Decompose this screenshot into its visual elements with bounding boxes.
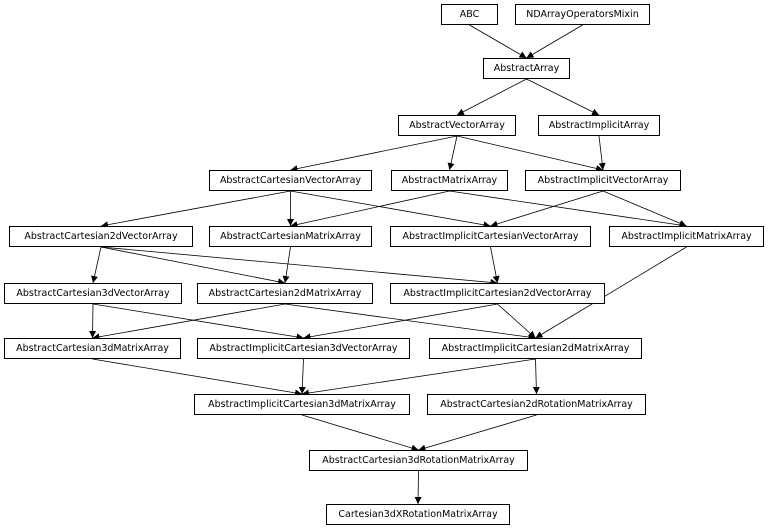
node-abstract-implicit-vector-array[interactable]: AbstractImplicitVectorArray xyxy=(525,170,681,191)
node-abstract-implicit-array[interactable]: AbstractImplicitArray xyxy=(538,115,660,136)
edge-abstract-cartesian-vector-array-to-abstract-implicit-cartesian-vector-array xyxy=(290,190,491,229)
edge-abstract-array-to-abstract-implicit-array xyxy=(526,78,600,116)
node-abstract-implicit-cartesian-3d-matrix-array[interactable]: AbstractImplicitCartesian3dMatrixArray xyxy=(194,394,410,415)
edge-abstract-implicit-vector-array-to-abstract-implicit-matrix-array xyxy=(602,190,687,227)
node-abstract-cartesian-vector-array[interactable]: AbstractCartesianVectorArray xyxy=(209,170,372,191)
node-abstract-array[interactable]: AbstractArray xyxy=(483,58,570,79)
edge-abstract-implicit-matrix-array-to-abstract-implicit-cartesian-2d-matrix-array xyxy=(535,246,687,339)
node-abstract-cartesian-matrix-array[interactable]: AbstractCartesianMatrixArray xyxy=(209,226,372,247)
edge-abstract-implicit-cartesian-2d-matrix-array-to-abstract-cartesian-2d-rotation-matrix-array xyxy=(532,358,540,395)
edge-abstract-vector-array-to-abstract-implicit-vector-array xyxy=(456,135,604,172)
node-ndarray-operators-mixin[interactable]: NDArrayOperatorsMixin xyxy=(515,4,650,25)
edge-abstract-cartesian-3d-matrix-array-to-abstract-implicit-cartesian-3d-matrix-array xyxy=(92,358,303,397)
edge-abstract-cartesian-vector-array-to-abstract-cartesian-2d-vector-array xyxy=(100,190,291,229)
node-abstract-cartesian-3d-matrix-array[interactable]: AbstractCartesian3dMatrixArray xyxy=(4,338,181,359)
node-cartesian-3d-x-rotation-matrix-array[interactable]: Cartesian3dXRotationMatrixArray xyxy=(326,504,510,525)
edge-abstract-implicit-cartesian-3d-matrix-array-to-abstract-cartesian-3d-rotation-matrix-array xyxy=(301,414,419,452)
edge-abstract-implicit-cartesian-2d-vector-array-to-abstract-implicit-cartesian-2d-matrix-array xyxy=(497,303,536,339)
edge-abstract-cartesian-2d-vector-array-to-abstract-cartesian-3d-vector-array xyxy=(91,246,102,284)
edge-abstract-cartesian-2d-matrix-array-to-abstract-cartesian-3d-matrix-array xyxy=(92,303,286,341)
edge-abstract-matrix-array-to-abstract-cartesian-matrix-array xyxy=(290,190,450,228)
node-abstract-cartesian-3d-vector-array[interactable]: AbstractCartesian3dVectorArray xyxy=(4,283,182,304)
edge-abstract-cartesian-matrix-array-to-abstract-cartesian-2d-matrix-array xyxy=(282,246,291,284)
node-abc[interactable]: ABC xyxy=(441,4,498,25)
node-abstract-implicit-matrix-array[interactable]: AbstractImplicitMatrixArray xyxy=(609,226,764,247)
edge-abstract-implicit-array-to-abstract-implicit-vector-array xyxy=(598,135,606,171)
edge-ndarray-operators-mixin-to-abstract-array xyxy=(526,24,583,59)
edge-abstract-implicit-cartesian-2d-vector-array-to-abstract-implicit-cartesian-3d-vector-array xyxy=(303,303,498,341)
node-abstract-implicit-cartesian-3d-vector-array[interactable]: AbstractImplicitCartesian3dVectorArray xyxy=(197,338,410,359)
node-abstract-implicit-cartesian-vector-array[interactable]: AbstractImplicitCartesianVectorArray xyxy=(390,226,591,247)
edge-abstract-cartesian-3d-rotation-matrix-array-to-cartesian-3d-x-rotation-matrix-array xyxy=(414,470,422,505)
edge-abstract-cartesian-3d-vector-array-to-abstract-cartesian-3d-matrix-array xyxy=(89,303,97,339)
edge-abstract-implicit-cartesian-vector-array-to-abstract-implicit-cartesian-2d-vector-array xyxy=(490,246,500,284)
edge-abstract-cartesian-2d-rotation-matrix-array-to-abstract-cartesian-3d-rotation-matrix-array xyxy=(418,414,537,452)
node-abstract-cartesian-2d-rotation-matrix-array[interactable]: AbstractCartesian2dRotationMatrixArray xyxy=(427,394,646,415)
node-abstract-cartesian-2d-vector-array[interactable]: AbstractCartesian2dVectorArray xyxy=(9,226,193,247)
node-abstract-implicit-cartesian-2d-matrix-array[interactable]: AbstractImplicitCartesian2dMatrixArray xyxy=(429,338,642,359)
edge-abstract-matrix-array-to-abstract-implicit-matrix-array xyxy=(449,190,687,229)
node-abstract-vector-array[interactable]: AbstractVectorArray xyxy=(398,115,516,136)
edge-abstract-cartesian-3d-vector-array-to-abstract-implicit-cartesian-3d-vector-array xyxy=(92,303,304,341)
edge-abstract-cartesian-2d-vector-array-to-abstract-implicit-cartesian-2d-vector-array xyxy=(100,246,498,286)
edge-abstract-implicit-cartesian-3d-vector-array-to-abstract-implicit-cartesian-3d-matrix-array xyxy=(298,358,306,395)
edge-abstract-implicit-cartesian-2d-matrix-array-to-abstract-implicit-cartesian-3d-matrix-array xyxy=(301,358,536,397)
node-abstract-matrix-array[interactable]: AbstractMatrixArray xyxy=(391,170,508,191)
node-abstract-implicit-cartesian-2d-vector-array[interactable]: AbstractImplicitCartesian2dVectorArray xyxy=(390,283,605,304)
edge-abstract-cartesian-2d-matrix-array-to-abstract-implicit-cartesian-2d-matrix-array xyxy=(284,303,536,341)
node-abstract-cartesian-2d-matrix-array[interactable]: AbstractCartesian2dMatrixArray xyxy=(197,283,373,304)
edge-abc-to-abstract-array xyxy=(469,24,527,59)
edge-abstract-array-to-abstract-vector-array xyxy=(456,78,527,116)
node-abstract-cartesian-3d-rotation-matrix-array[interactable]: AbstractCartesian3dRotationMatrixArray xyxy=(309,450,528,471)
edge-abstract-implicit-vector-array-to-abstract-implicit-cartesian-vector-array xyxy=(490,190,604,228)
edge-abstract-vector-array-to-abstract-matrix-array xyxy=(447,135,458,171)
edge-abstract-vector-array-to-abstract-cartesian-vector-array xyxy=(290,135,458,173)
edge-abstract-cartesian-2d-vector-array-to-abstract-cartesian-2d-matrix-array xyxy=(100,246,286,286)
